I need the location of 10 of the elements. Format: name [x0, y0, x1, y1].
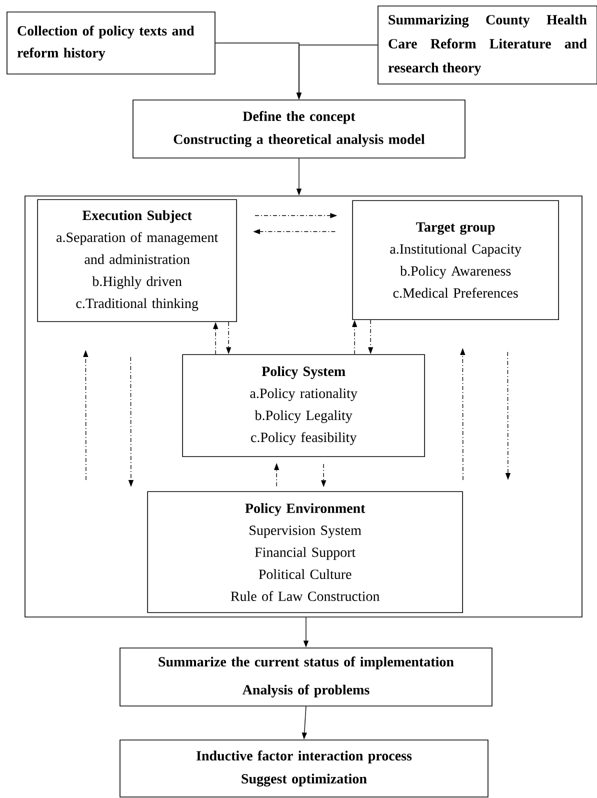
process-box: Inductive factor interaction process Suggest optimization [120, 740, 488, 798]
process-box: Summarizing County Health Care Reform Literature and research theory [378, 6, 597, 84]
factor-box: Target group a.Institutional Capacity b.Policy Awareness c.Medical Preferences [352, 200, 559, 320]
factor-box: Policy System a.Policy rationality b.Policy Legality c.Policy feasibility [182, 354, 425, 457]
process-box: Summarize the current status of implementation Analysis of problems [120, 648, 492, 706]
frame-box [24, 196, 582, 618]
factor-box: Execution Subject a.Separation of management and administration b.Highly driven c.Traditional thinking [37, 199, 237, 322]
process-box: Collection of policy texts and reform history [6, 12, 216, 74]
process-box: Define the concept Constructing a theoretical analysis model [132, 100, 466, 158]
factor-box: Policy Environment Supervision System Financial Support Political Culture Rule of Law Construction [147, 491, 463, 613]
